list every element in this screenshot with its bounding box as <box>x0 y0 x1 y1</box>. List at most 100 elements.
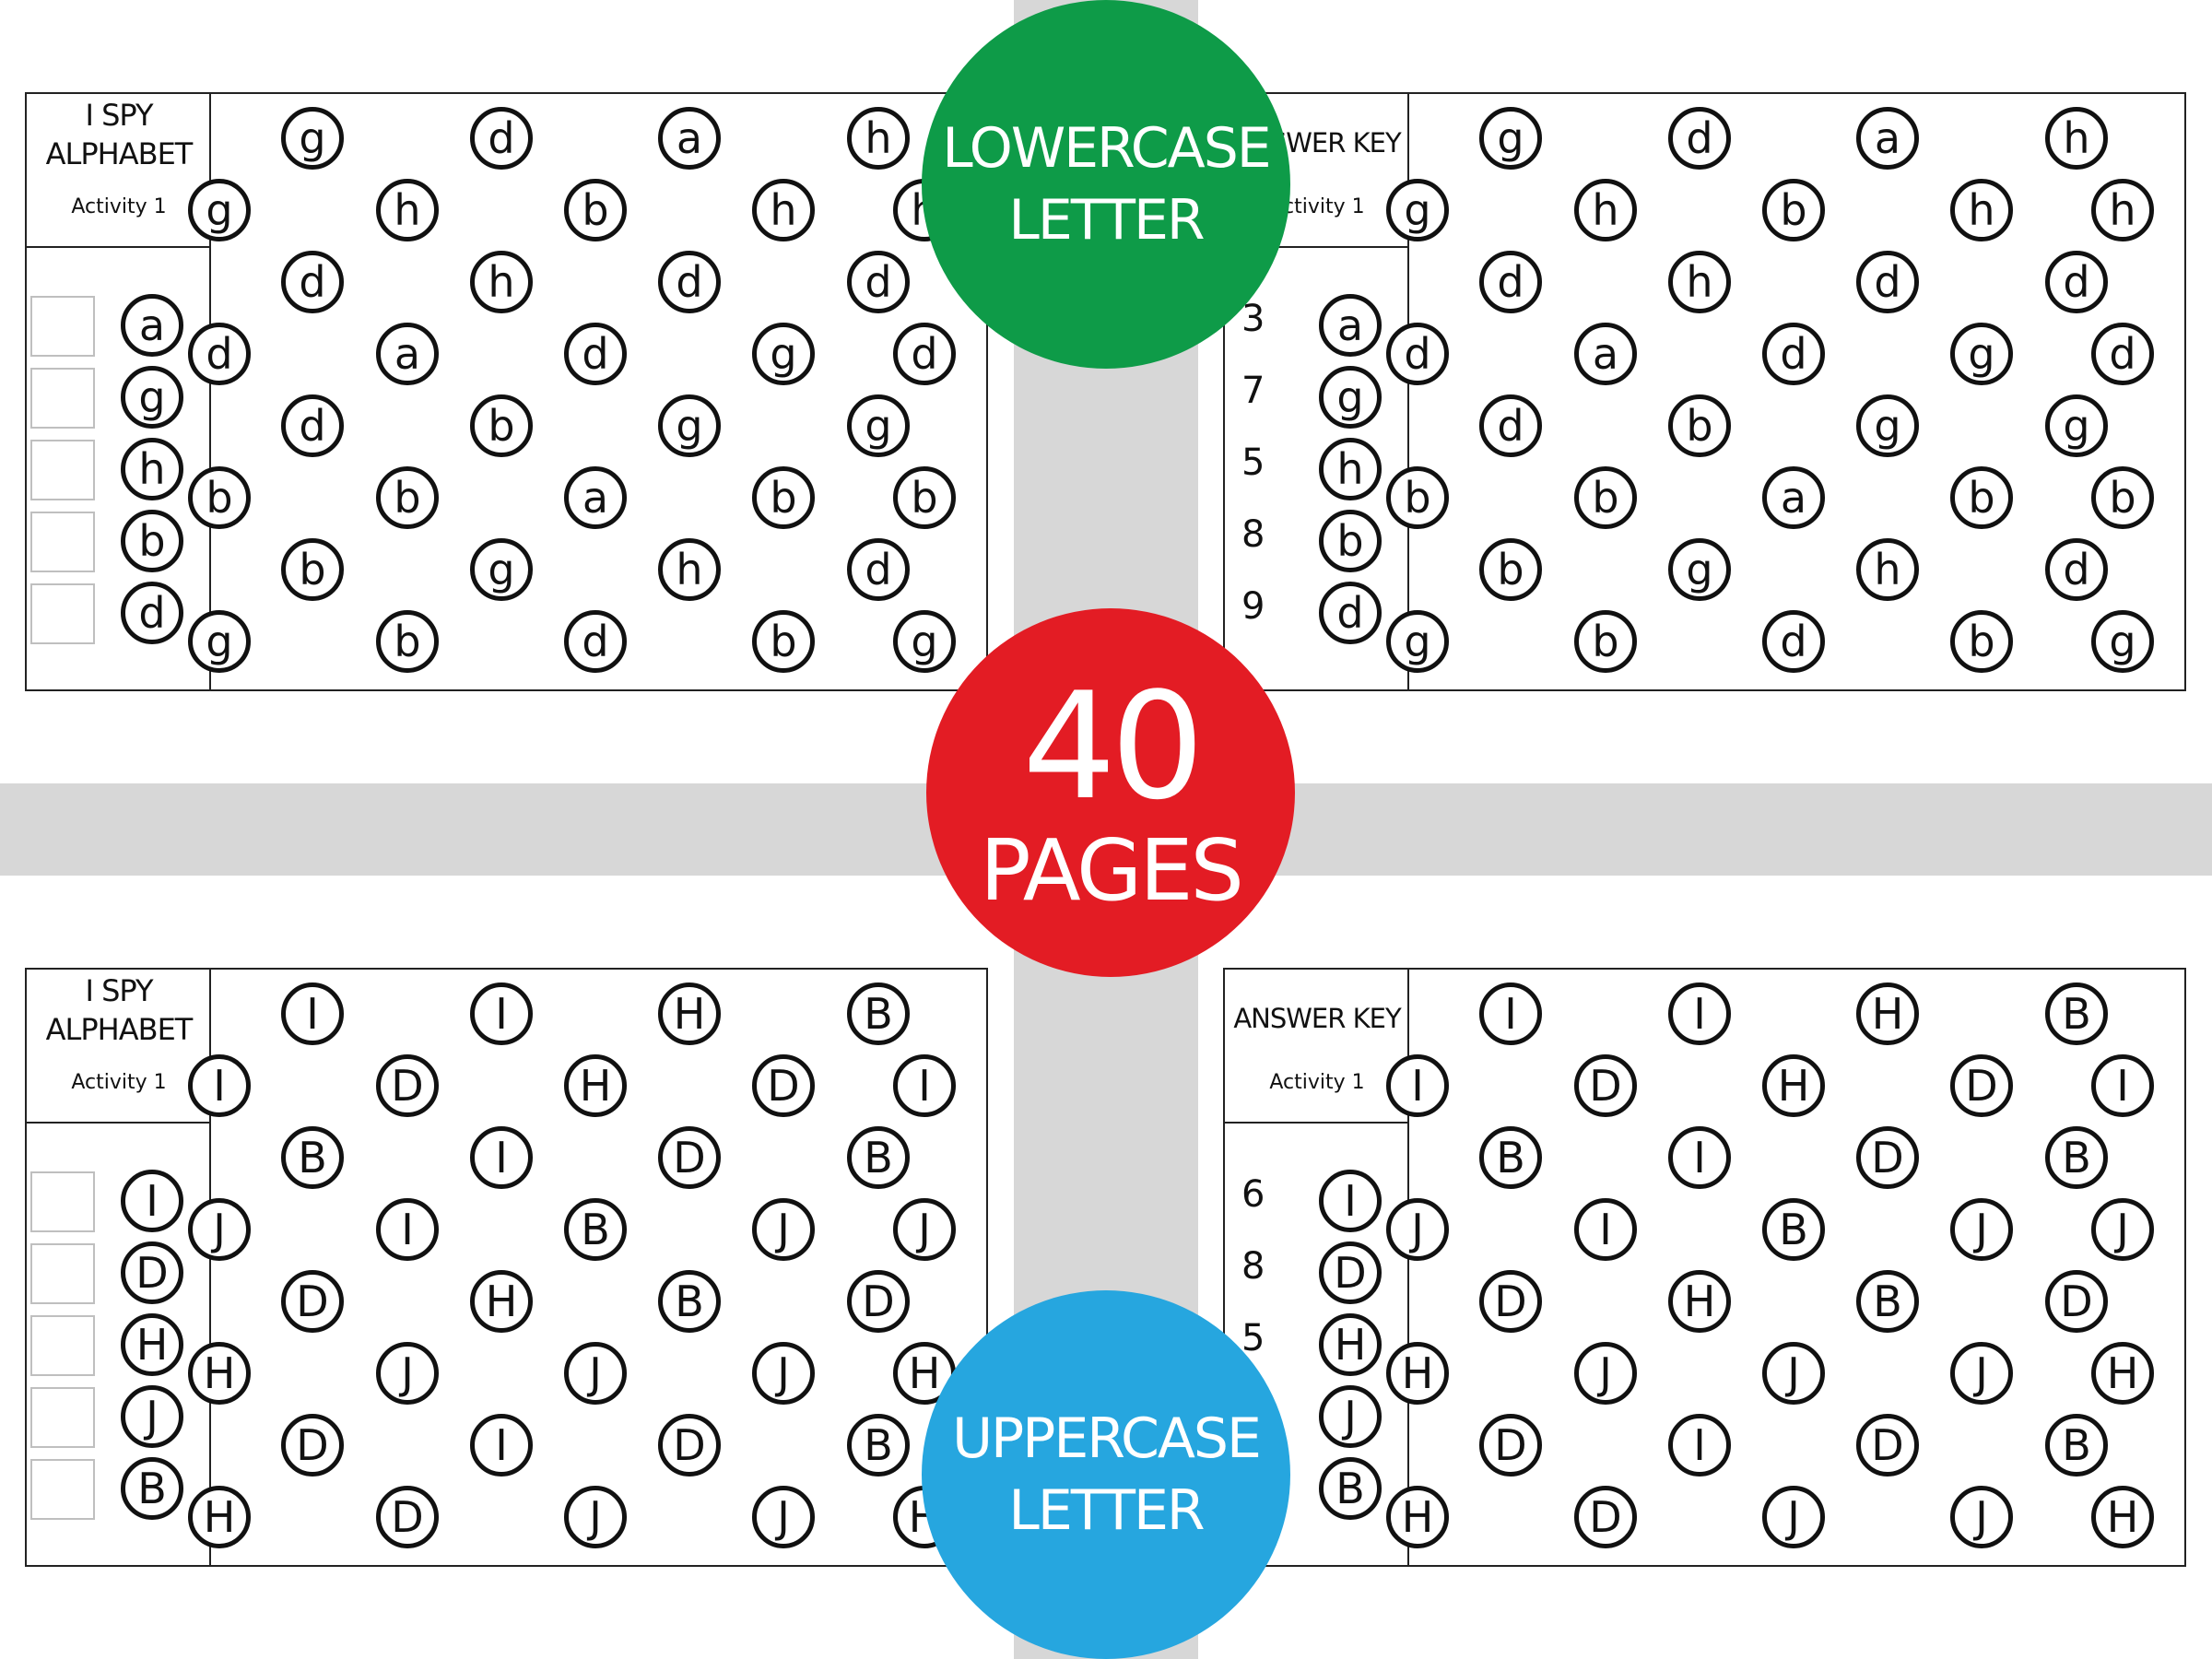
key-letter-bubble: h <box>121 438 183 500</box>
key-letter-bubble: J <box>1319 1385 1382 1448</box>
letter-bubble: g <box>2091 610 2154 673</box>
letter-bubble: b <box>188 466 251 529</box>
letter-bubble: J <box>752 1198 815 1261</box>
letter-bubble: h <box>658 538 721 601</box>
title-i-spy: I SPY <box>85 973 153 1008</box>
letter-bubble: d <box>1762 610 1825 673</box>
letter-bubble: h <box>1668 251 1731 313</box>
letter-bubble: b <box>376 610 439 673</box>
answer-count: 7 <box>1241 370 1265 412</box>
letter-bubble: D <box>1856 1126 1919 1189</box>
letter-bubble: d <box>1479 251 1542 313</box>
activity-label: Activity 1 <box>1269 1071 1365 1094</box>
letter-bubble: B <box>2045 1414 2108 1477</box>
letter-bubble: I <box>1574 1198 1637 1261</box>
letter-bubble: d <box>2045 538 2108 601</box>
letter-bubble: I <box>376 1198 439 1261</box>
key-letter-bubble: I <box>1319 1170 1382 1232</box>
letter-bubble: J <box>893 1198 956 1261</box>
answer-box[interactable] <box>30 583 95 644</box>
key-letter-bubble: a <box>121 294 183 357</box>
letter-bubble: J <box>752 1486 815 1548</box>
letter-bubble: H <box>1668 1270 1731 1333</box>
key-row: 6 <box>1225 1166 1409 1236</box>
letter-bubble: g <box>188 179 251 241</box>
key-row <box>27 506 211 576</box>
answer-count: 6 <box>1241 1173 1265 1216</box>
letter-bubble: D <box>1950 1054 2013 1117</box>
answer-box[interactable] <box>30 1459 95 1520</box>
title-alphabet: ALPHABET <box>45 1012 194 1047</box>
letter-bubble: h <box>1950 179 2013 241</box>
letter-bubble: J <box>564 1486 627 1548</box>
letter-bubble: d <box>893 323 956 385</box>
letter-bubble: d <box>281 251 344 313</box>
letter-bubble: I <box>1668 982 1731 1045</box>
letter-bubble: D <box>1574 1054 1637 1117</box>
page-count-badge: 40 PAGES <box>926 608 1295 977</box>
letter-bubble: J <box>752 1342 815 1405</box>
letter-bubble: B <box>1479 1126 1542 1189</box>
letter-bubble: d <box>564 610 627 673</box>
key-letter-bubble: d <box>1319 582 1382 644</box>
page-count-number: 40 <box>1022 660 1205 832</box>
letter-bubble: J <box>564 1342 627 1405</box>
letter-bubble: I <box>470 1126 533 1189</box>
answer-box[interactable] <box>30 1387 95 1448</box>
letter-bubble: B <box>847 1414 910 1477</box>
lowercase-worksheet: I SPY ALPHABET Activity 1 gdahghbhhdhddd… <box>25 92 988 691</box>
key-row <box>27 1453 211 1524</box>
letter-bubble: H <box>658 982 721 1045</box>
letter-key-column <box>27 248 211 689</box>
badge-text-uppercase: UPPERCASE <box>952 1406 1262 1471</box>
letter-bubble: g <box>847 394 910 457</box>
letter-bubble: h <box>1574 179 1637 241</box>
letter-bubble: D <box>376 1486 439 1548</box>
letter-bubble: d <box>2091 323 2154 385</box>
key-letter-bubble: g <box>1319 366 1382 429</box>
answer-box[interactable] <box>30 368 95 429</box>
answer-box[interactable] <box>30 440 95 500</box>
letter-bubble: d <box>847 251 910 313</box>
letter-bubble: b <box>1668 394 1731 457</box>
letter-bubble: H <box>1386 1486 1449 1548</box>
answer-key-header: ANSWER KEY Activity 1 <box>1225 970 1409 1124</box>
letter-bubble: a <box>564 466 627 529</box>
letter-bubble: b <box>2091 466 2154 529</box>
letter-bubble: d <box>470 107 533 170</box>
letter-bubble: h <box>2045 107 2108 170</box>
letter-bubble: d <box>564 323 627 385</box>
activity-label: Activity 1 <box>71 1071 167 1094</box>
key-row: 5 <box>1225 434 1409 504</box>
letter-bubble: b <box>1386 466 1449 529</box>
letter-bubble: J <box>1950 1486 2013 1548</box>
letter-bubble: g <box>893 610 956 673</box>
letter-bubble: I <box>1479 982 1542 1045</box>
letter-bubble: d <box>1386 323 1449 385</box>
key-letter-bubble: d <box>121 582 183 644</box>
letter-bubble: B <box>2045 982 2108 1045</box>
answer-box[interactable] <box>30 512 95 572</box>
letter-bubble: g <box>658 394 721 457</box>
letter-bubble: J <box>2091 1198 2154 1261</box>
key-letter-bubble: H <box>1319 1313 1382 1376</box>
letter-bubble: D <box>281 1270 344 1333</box>
letter-bubble: I <box>470 1414 533 1477</box>
letter-bubble: g <box>1386 179 1449 241</box>
letter-bubble: B <box>1856 1270 1919 1333</box>
key-row <box>27 290 211 360</box>
letter-bubble: g <box>281 107 344 170</box>
answer-box[interactable] <box>30 296 95 357</box>
key-row <box>27 434 211 504</box>
letter-bubble: H <box>2091 1342 2154 1405</box>
answer-box[interactable] <box>30 1243 95 1304</box>
answer-box[interactable] <box>30 1315 95 1376</box>
answer-box[interactable] <box>30 1171 95 1232</box>
answer-count: 8 <box>1241 513 1265 556</box>
letter-bubble: H <box>188 1342 251 1405</box>
letter-bubble: I <box>1668 1414 1731 1477</box>
letter-bubble: b <box>752 610 815 673</box>
